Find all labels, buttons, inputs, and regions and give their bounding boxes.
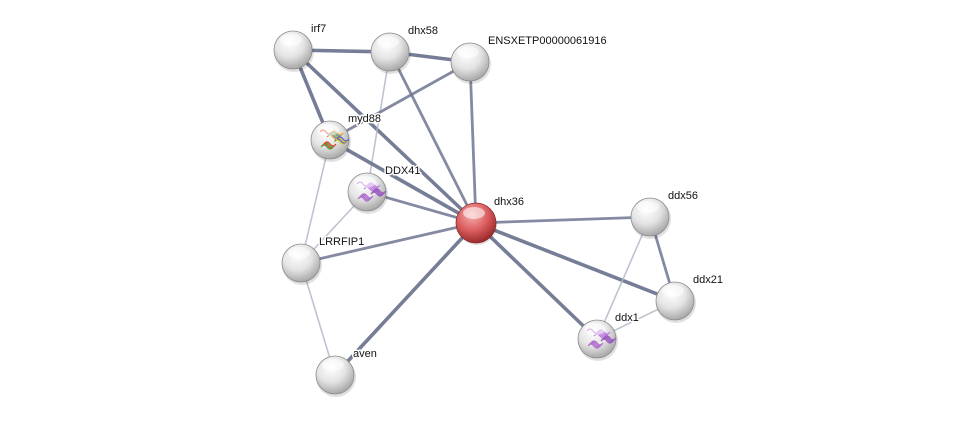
node-label: dhx58 (408, 25, 438, 37)
node-label: ddx56 (668, 190, 698, 202)
node-label: ddx21 (693, 274, 723, 286)
node-dhx36[interactable]: dhx36 (455, 195, 525, 245)
node-aven[interactable]: aven (315, 347, 378, 397)
edge-lrrfip1-aven[interactable] (300, 262, 336, 376)
node-label: dhx36 (494, 196, 524, 208)
edge-ens-myd88[interactable] (329, 60, 471, 142)
edge-dhx36-ddx21[interactable] (475, 221, 676, 303)
edge-ddx56-ddx1[interactable] (596, 216, 651, 340)
edge-dhx58-ddx41[interactable] (366, 51, 391, 193)
edge-aven-dhx36[interactable] (333, 221, 478, 377)
edge-dhx36-ddx56[interactable] (475, 215, 651, 225)
node-ddx56[interactable]: ddx56 (630, 189, 699, 239)
node-label: ENSXETP00000061916 (488, 35, 607, 47)
node-label: LRRFIP1 (319, 236, 364, 248)
edge-myd88-lrrfip1[interactable] (300, 139, 331, 264)
node-ddx1[interactable]: ddx1 (577, 311, 640, 361)
node-ddx21[interactable]: ddx21 (655, 273, 724, 323)
node-lrrfip1[interactable]: LRRFIP1 (281, 235, 366, 285)
node-label: aven (353, 348, 377, 360)
edge-lrrfip1-dhx36[interactable] (300, 221, 477, 265)
node-irf7[interactable]: irf7 (273, 22, 328, 72)
node-label: irf7 (311, 23, 326, 35)
edge-myd88-dhx36[interactable] (329, 138, 477, 225)
node-dhx58[interactable]: dhx58 (370, 24, 439, 74)
node-label: DDX41 (385, 165, 420, 177)
node-label: myd88 (348, 113, 381, 125)
edge-irf7-dhx36[interactable] (291, 48, 478, 225)
node-ens[interactable]: ENSXETP00000061916 (450, 34, 608, 84)
edge-dhx36-ddx1[interactable] (474, 221, 599, 341)
edge-dhx58-dhx36[interactable] (388, 51, 478, 224)
node-label: ddx1 (615, 312, 639, 324)
edge-ens-dhx36[interactable] (468, 61, 478, 224)
node-ddx41[interactable]: DDX41 (347, 164, 422, 214)
node-myd88[interactable]: myd88 (310, 112, 383, 162)
